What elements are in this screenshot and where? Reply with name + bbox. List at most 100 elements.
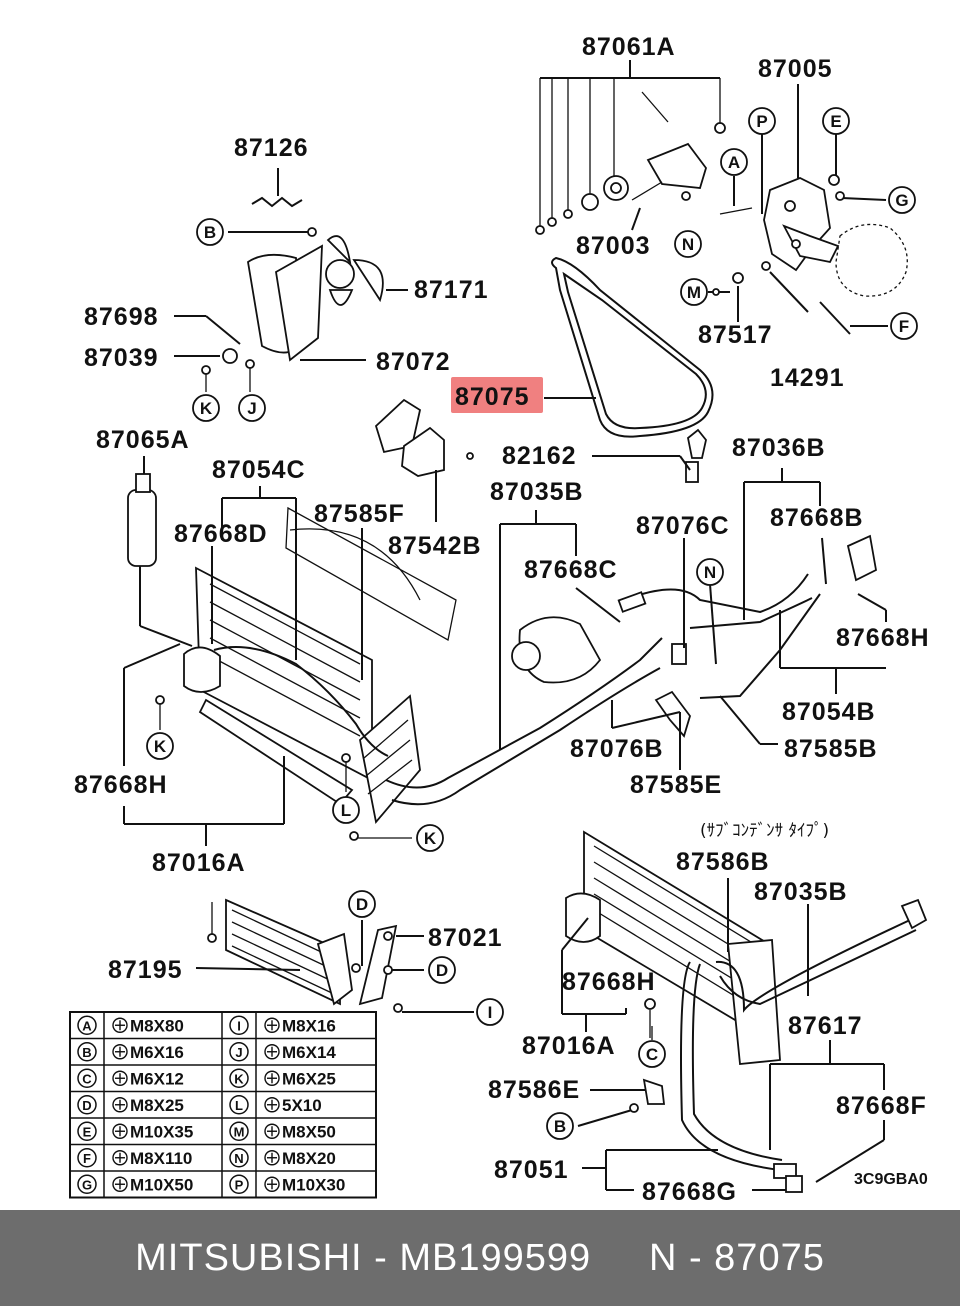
bolt-key-L: L <box>229 1095 249 1115</box>
label-87668G: 87668G <box>642 1178 737 1206</box>
callout-A-1: A <box>720 148 748 176</box>
svg-text:5X10: 5X10 <box>282 1096 322 1115</box>
svg-text:N: N <box>704 563 716 582</box>
label-87054B: 87054B <box>782 698 876 726</box>
drawing-code: 3C9GBA0 <box>854 1171 928 1188</box>
svg-text:G: G <box>82 1177 92 1192</box>
svg-text:P: P <box>235 1177 244 1192</box>
part-number-labels: 87061A 87005 87126 87003 87171 87698 875… <box>74 33 930 1206</box>
label-87076C: 87076C <box>636 512 730 540</box>
label-87668H-right: 87668H <box>836 624 930 652</box>
label-87668D: 87668D <box>174 520 268 548</box>
bolt-spec-cell: M6X16 <box>112 1043 184 1062</box>
svg-text:M10X35: M10X35 <box>130 1122 193 1141</box>
bolt-spec-cell: M8X80 <box>112 1016 184 1035</box>
svg-text:N: N <box>682 235 694 254</box>
svg-text:M6X14: M6X14 <box>282 1043 336 1062</box>
svg-text:P: P <box>756 112 767 131</box>
svg-text:M8X20: M8X20 <box>282 1149 336 1168</box>
bolt-key-J: J <box>229 1042 249 1062</box>
label-87021: 87021 <box>428 924 503 952</box>
receiver-drier-87065A <box>127 456 193 647</box>
svg-text:D: D <box>356 895 368 914</box>
svg-text:I: I <box>237 1018 241 1033</box>
label-87016A-low: 87016A <box>522 1032 616 1060</box>
bracket-87542B <box>374 398 474 522</box>
callout-circles: A P E G N M F B K J N K L K D D I C B <box>146 107 918 1140</box>
parts-diagram: AIM8X80M8X16BJM6X16M6X14CKM6X12M6X25DLM8… <box>69 33 930 1206</box>
bolt-spec-cell: M8X16 <box>264 1016 336 1035</box>
label-87171: 87171 <box>414 276 489 304</box>
bolt-key-K: K <box>229 1068 249 1088</box>
bolt-key-F: F <box>77 1148 97 1168</box>
svg-text:M10X30: M10X30 <box>282 1175 345 1194</box>
label-87585B: 87585B <box>784 735 878 763</box>
svg-text:F: F <box>899 317 909 336</box>
label-87051: 87051 <box>494 1156 569 1184</box>
label-87003: 87003 <box>576 232 651 260</box>
callout-M-1: M <box>680 278 708 306</box>
sub-condenser-assembly <box>561 830 928 1193</box>
bolt-spec-cell: M8X110 <box>112 1149 192 1168</box>
svg-text:D: D <box>436 961 448 980</box>
bolt-key-M: M <box>229 1121 249 1141</box>
svg-text:L: L <box>341 801 351 820</box>
callout-B-1: B <box>196 218 224 246</box>
callout-D-1: D <box>348 890 376 918</box>
callout-P-1: P <box>748 107 776 135</box>
label-87585E: 87585E <box>630 771 722 799</box>
callout-K-3: K <box>416 824 444 852</box>
label-87698: 87698 <box>84 303 159 331</box>
bolt-spec-cell: M10X35 <box>112 1122 193 1141</box>
svg-text:K: K <box>154 737 167 756</box>
label-87075: 87075 <box>455 383 530 411</box>
svg-text:M10X50: M10X50 <box>130 1175 193 1194</box>
switch-82162 <box>592 428 707 483</box>
label-14291: 14291 <box>770 364 845 392</box>
svg-text:B: B <box>82 1045 91 1060</box>
label-87585F: 87585F <box>314 500 405 528</box>
label-87668H-left: 87668H <box>74 771 168 799</box>
svg-text:N: N <box>234 1151 243 1166</box>
label-87076B: 87076B <box>570 735 664 763</box>
footer-part-reference: MITSUBISHI - MB199599 N - 87075 <box>135 1236 825 1279</box>
footer-bar: MITSUBISHI - MB199599 N - 87075 <box>0 1210 960 1306</box>
callout-N-2: N <box>696 558 724 586</box>
svg-text:M8X110: M8X110 <box>130 1149 192 1168</box>
callout-K-2: K <box>146 732 174 760</box>
v-belt-87075 <box>544 256 714 438</box>
label-87126: 87126 <box>234 134 309 162</box>
label-87061A: 87061A <box>582 33 676 61</box>
svg-text:K: K <box>424 829 437 848</box>
bolt-key-I: I <box>229 1015 249 1035</box>
svg-text:K: K <box>200 399 213 418</box>
label-87072: 87072 <box>376 348 451 376</box>
svg-text:E: E <box>83 1124 92 1139</box>
bolt-key-B: B <box>77 1042 97 1062</box>
label-87005: 87005 <box>758 55 833 83</box>
label-87668F: 87668F <box>836 1092 927 1120</box>
svg-text:G: G <box>895 191 908 210</box>
callout-I-1: I <box>476 998 504 1026</box>
label-87668B: 87668B <box>770 504 864 532</box>
bolt-key-D: D <box>77 1095 97 1115</box>
label-87016A-top: 87016A <box>152 849 246 877</box>
label-87035B-low: 87035B <box>754 878 848 906</box>
svg-text:J: J <box>235 1045 242 1060</box>
label-87668H-low: 87668H <box>562 968 656 996</box>
label-87542B: 87542B <box>388 532 482 560</box>
label-87065A: 87065A <box>96 426 190 454</box>
svg-text:M6X16: M6X16 <box>130 1043 184 1062</box>
svg-text:M8X16: M8X16 <box>282 1016 336 1035</box>
bracket-87005 <box>708 84 908 335</box>
bolt-spec-cell: M6X14 <box>264 1043 336 1062</box>
label-87039: 87039 <box>84 344 159 372</box>
svg-text:M8X50: M8X50 <box>282 1122 336 1141</box>
label-87195: 87195 <box>108 956 183 984</box>
label-87586E: 87586E <box>488 1076 580 1104</box>
svg-text:B: B <box>554 1117 566 1136</box>
svg-text:M: M <box>687 283 701 302</box>
svg-text:C: C <box>82 1071 92 1086</box>
label-87054C: 87054C <box>212 456 306 484</box>
